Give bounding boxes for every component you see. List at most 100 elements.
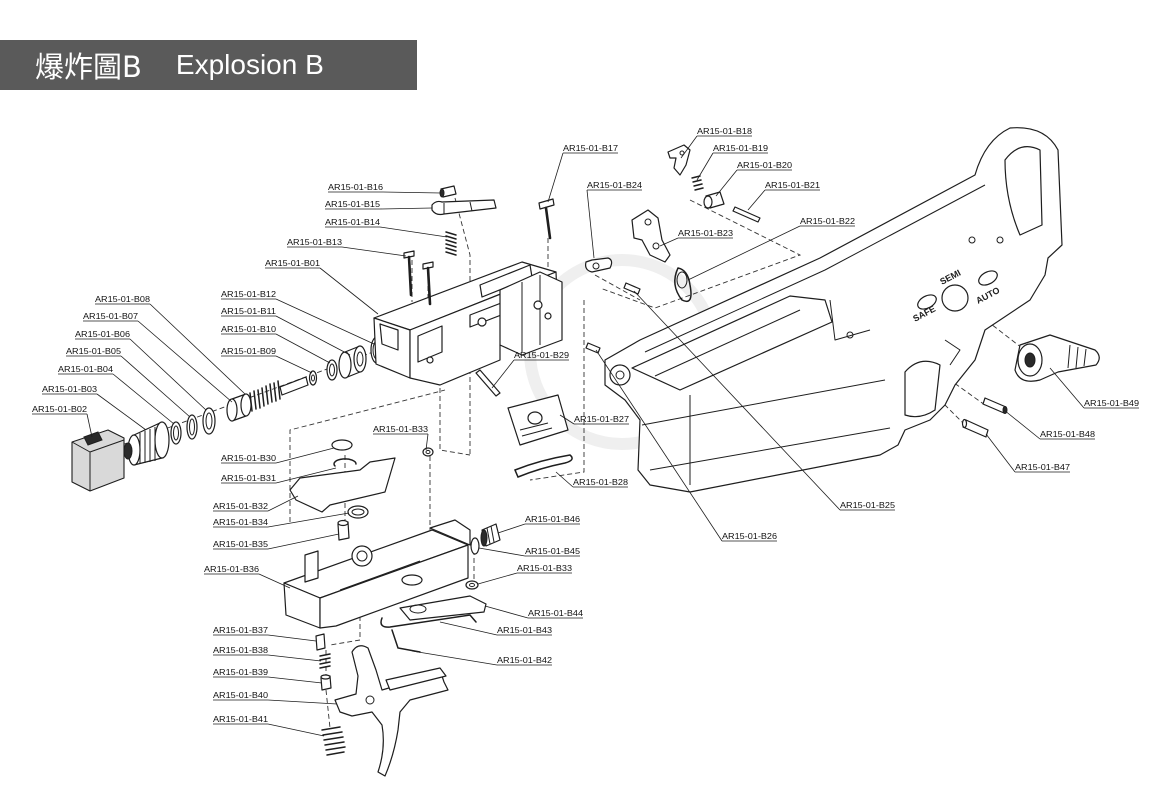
label-b09: AR15-01-B09 xyxy=(221,346,276,356)
part-b27 xyxy=(507,394,569,446)
leader-line-b13 xyxy=(341,246,407,257)
leader-line-b07 xyxy=(137,320,233,403)
label-b04: AR15-01-B04 xyxy=(58,364,113,374)
leader-line-b44 xyxy=(484,605,529,619)
leader-line-b22 xyxy=(687,225,801,281)
leader-line-b33-lower xyxy=(477,572,518,585)
label-b01: AR15-01-B01 xyxy=(265,258,320,268)
part-b14 xyxy=(445,231,457,256)
leader-line-b18 xyxy=(680,135,698,159)
label-b22: AR15-01-B22 xyxy=(800,216,855,226)
label-b24: AR15-01-B24 xyxy=(587,180,642,190)
part-b02 xyxy=(71,429,125,492)
leader-line-b15 xyxy=(379,207,433,210)
part-b28 xyxy=(514,454,573,478)
leader-line-b02 xyxy=(86,413,93,438)
leader-line-b36 xyxy=(258,573,291,589)
label-b10: AR15-01-B10 xyxy=(221,324,276,334)
part-b25 xyxy=(623,282,641,295)
label-b33-upper: AR15-01-B33 xyxy=(373,424,428,434)
leader-line-b23 xyxy=(659,237,679,247)
label-b16: AR15-01-B16 xyxy=(328,182,383,192)
leader-line-b14 xyxy=(379,226,448,238)
part-b29 xyxy=(475,369,501,397)
leader-line-b40 xyxy=(267,699,338,705)
label-b39: AR15-01-B39 xyxy=(213,667,268,677)
label-b34: AR15-01-B34 xyxy=(213,517,268,527)
part-b37 xyxy=(315,633,326,651)
part-b06 xyxy=(202,407,216,435)
leader-line-b21 xyxy=(747,189,766,211)
leader-line-b10 xyxy=(275,333,331,364)
label-b27: AR15-01-B27 xyxy=(574,414,629,424)
label-b11: AR15-01-B11 xyxy=(221,306,276,316)
part-b47 xyxy=(961,418,989,438)
part-b15 xyxy=(431,199,497,216)
part-b23 xyxy=(631,209,671,263)
label-b23: AR15-01-B23 xyxy=(678,228,733,238)
label-b49: AR15-01-B49 xyxy=(1084,398,1139,408)
part-b33-lower xyxy=(465,580,479,590)
label-b36: AR15-01-B36 xyxy=(204,564,259,574)
leader-line-b19 xyxy=(696,152,714,181)
part-b20 xyxy=(703,191,725,209)
leader-line-b03 xyxy=(96,393,147,431)
leader-line-b11 xyxy=(275,315,351,356)
part-b01 xyxy=(373,261,563,386)
part-b13 xyxy=(403,250,434,306)
part-b38 xyxy=(319,653,331,669)
part-b43 xyxy=(380,614,477,628)
leader-line-b26 xyxy=(595,349,723,542)
title-english: Explosion B xyxy=(175,49,324,80)
leader-line-b08 xyxy=(149,303,246,395)
leader-line-b12 xyxy=(275,298,375,345)
label-b12: AR15-01-B12 xyxy=(221,289,276,299)
part-b11 xyxy=(338,345,367,379)
part-b26 xyxy=(585,342,601,354)
label-b30: AR15-01-B30 xyxy=(221,453,276,463)
title-banner: 爆炸圖B Explosion B xyxy=(0,40,417,90)
label-b37: AR15-01-B37 xyxy=(213,625,268,635)
label-b03: AR15-01-B03 xyxy=(42,384,97,394)
leader-line-b01 xyxy=(319,267,379,315)
part-b40 xyxy=(334,645,449,777)
label-b25: AR15-01-B25 xyxy=(840,500,895,510)
leader-line-b41 xyxy=(267,723,325,737)
part-b33-upper xyxy=(422,447,434,457)
part-b08 xyxy=(249,376,309,412)
label-b31: AR15-01-B31 xyxy=(221,473,276,483)
part-b22 xyxy=(674,267,692,303)
leader-line-b35 xyxy=(267,533,340,550)
part-b05 xyxy=(186,414,198,440)
part-b41 xyxy=(321,726,346,756)
label-b43: AR15-01-B43 xyxy=(497,625,552,635)
label-b02: AR15-01-B02 xyxy=(32,404,87,414)
part-b07 xyxy=(226,393,252,422)
leader-line-b49 xyxy=(1049,367,1085,409)
part-b45 xyxy=(470,537,480,555)
label-b14: AR15-01-B14 xyxy=(325,217,380,227)
label-b19: AR15-01-B19 xyxy=(713,143,768,153)
label-b47: AR15-01-B47 xyxy=(1015,462,1070,472)
leader-line-b38 xyxy=(267,654,322,662)
label-b48: AR15-01-B48 xyxy=(1040,429,1095,439)
label-b42: AR15-01-B42 xyxy=(497,655,552,665)
part-b04 xyxy=(170,421,182,445)
leader-line-b05 xyxy=(120,355,191,418)
part-b18 xyxy=(667,144,691,176)
leader-line-b16 xyxy=(382,191,442,194)
part-b49 xyxy=(1014,334,1100,382)
label-b33-lower: AR15-01-B33 xyxy=(517,563,572,573)
part-b35 xyxy=(337,519,350,541)
part-b24 xyxy=(585,257,613,273)
leader-line-b31 xyxy=(275,467,337,484)
label-b40: AR15-01-B40 xyxy=(213,690,268,700)
leader-line-b17 xyxy=(547,152,564,203)
leader-line-b09 xyxy=(275,355,313,374)
label-b35: AR15-01-B35 xyxy=(213,539,268,549)
part-b19 xyxy=(691,175,704,191)
leader-line-b48 xyxy=(1003,409,1041,440)
part-b39 xyxy=(320,674,332,691)
part-b17 xyxy=(538,198,555,240)
